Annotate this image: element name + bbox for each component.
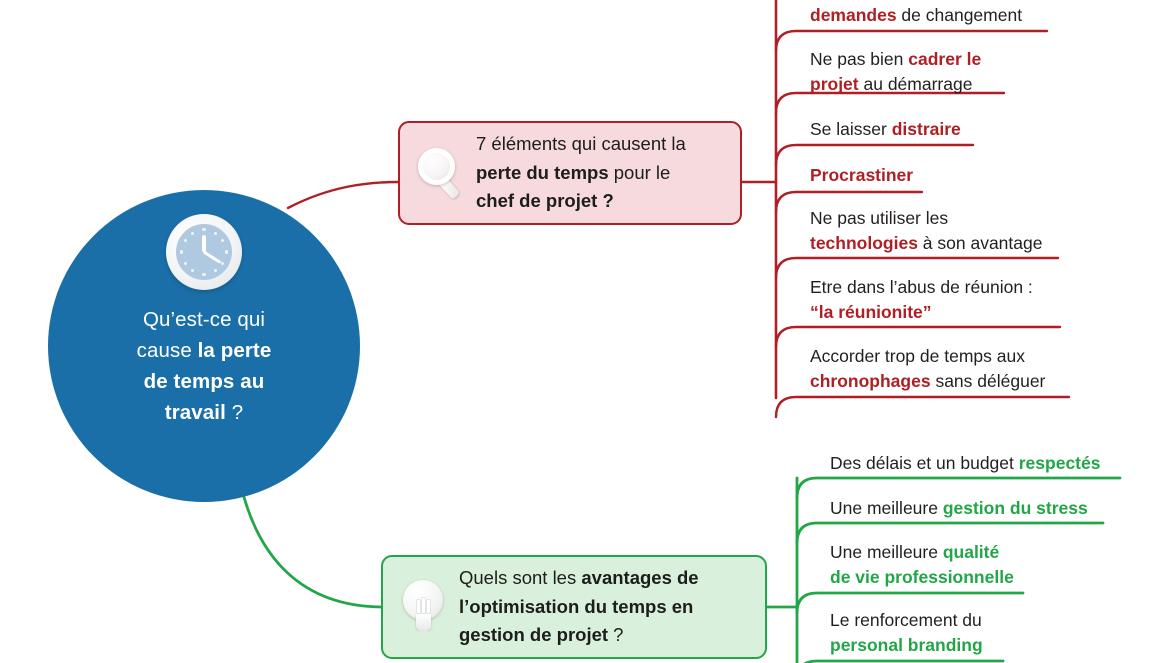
hub-line-1: Qu’est-ce qui <box>142 308 266 331</box>
magnifier-icon <box>412 142 470 204</box>
leaf-2-line2-rest: au démarrage <box>858 74 973 94</box>
leaf-item-causes-2[interactable]: Ne pas bien cadrer le projet au démarrag… <box>810 47 981 97</box>
central-topic-label: Qu’est-ce qui cause la perte de temps au… <box>89 304 319 428</box>
red-underline-3 <box>774 143 975 167</box>
leaf-3-bold: distraire <box>891 119 961 139</box>
hub-line-4-bold: travail <box>164 401 226 424</box>
leaf-2-bold: cadrer le <box>908 49 982 69</box>
green-underline-1 <box>795 476 1122 500</box>
leaf-5-line2-bold: technologies <box>810 233 918 253</box>
leaf-1-rest: de changement <box>896 5 1023 25</box>
causes-title-line3-bold: chef de projet ? <box>476 190 614 212</box>
leaf-item-avantages-2[interactable]: Une meilleure gestion du stress <box>830 496 1088 521</box>
gleaf-3-line2-bold: de vie professionnelle <box>830 567 1014 587</box>
central-topic-node[interactable]: Qu’est-ce qui cause la perte de temps au… <box>48 190 360 502</box>
leaf-item-causes-7[interactable]: Accorder trop de temps aux chronophages … <box>810 344 1045 394</box>
leaf-item-avantages-1[interactable]: Des délais et un budget respectés <box>830 451 1100 476</box>
leaf-item-causes-1[interactable]: demandes de changement <box>810 3 1022 28</box>
leaf-5-line2-rest: à son avantage <box>917 233 1043 253</box>
leaf-item-causes-3[interactable]: Se laisser distraire <box>810 117 961 142</box>
avantages-title-line1-bold: avantages de <box>581 567 699 589</box>
hub-line-2-bold: la perte <box>197 339 272 362</box>
hub-line-3-bold: de temps au <box>143 370 265 393</box>
topic-node-avantages[interactable]: Quels sont les avantages de l’optimisati… <box>381 555 767 659</box>
lightbulb-icon <box>395 576 453 638</box>
gleaf-2-bold: gestion du stress <box>942 498 1088 518</box>
connector-hub-to-causes <box>286 180 400 210</box>
leaf-2-rest: Ne pas bien <box>810 49 909 69</box>
causes-title-line1: 7 éléments qui causent la <box>476 133 686 155</box>
clock-icon <box>166 214 242 290</box>
gleaf-4-line2-bold: personal branding <box>830 635 983 655</box>
gleaf-2-rest: Une meilleure <box>830 498 943 518</box>
connector-hub-to-avantages <box>239 484 383 609</box>
leaf-item-avantages-4[interactable]: Le renforcement du personal branding <box>830 608 983 658</box>
avantages-title-line2-bold: l’optimisation du temps en <box>459 595 694 617</box>
leaf-4-bold: Procrastiner <box>810 165 914 185</box>
leaf-item-avantages-3[interactable]: Une meilleure qualité de vie professionn… <box>830 540 1014 590</box>
gleaf-3-bold: qualité <box>942 542 1000 562</box>
topic-avantages-label: Quels sont les avantages de l’optimisati… <box>459 564 699 650</box>
gleaf-4-rest: Le renforcement du <box>830 610 982 630</box>
leaf-7-line2-rest: sans déléguer <box>930 371 1046 391</box>
leaf-item-causes-6[interactable]: Etre dans l’abus de réunion : “la réunio… <box>810 275 1033 325</box>
causes-title-line2-bold: perte du temps <box>476 161 609 183</box>
red-underline-7 <box>774 395 1071 419</box>
leaf-6-rest: Etre dans l’abus de réunion : <box>810 277 1033 297</box>
leaf-item-causes-5[interactable]: Ne pas utiliser les technologies à son a… <box>810 206 1042 256</box>
leaf-3-rest: Se laisser <box>810 119 892 139</box>
avantages-title-line3-rest: ? <box>608 624 624 646</box>
gleaf-3-rest: Une meilleure <box>830 542 943 562</box>
topic-causes-label: 7 éléments qui causent la perte du temps… <box>476 130 686 216</box>
leaf-7-line2-bold: chronophages <box>810 371 931 391</box>
leaf-2-line2-bold: projet <box>810 74 859 94</box>
leaf-7-rest: Accorder trop de temps aux <box>810 346 1025 366</box>
causes-title-line2-rest: pour le <box>608 161 671 183</box>
avantages-title-line3-bold: gestion de projet <box>459 624 609 646</box>
leaf-5-rest: Ne pas utiliser les <box>810 208 949 228</box>
leaf-item-causes-4[interactable]: Procrastiner <box>810 163 913 188</box>
hub-line-4-suffix: ? <box>225 401 244 424</box>
gleaf-1-rest: Des délais et un budget <box>830 453 1019 473</box>
hub-line-2-prefix: cause <box>136 339 198 362</box>
leaf-1-bold: demandes <box>810 5 897 25</box>
avantages-title-line1: Quels sont les <box>459 567 582 589</box>
gleaf-1-bold: respectés <box>1018 453 1101 473</box>
topic-node-causes[interactable]: 7 éléments qui causent la perte du temps… <box>398 121 742 225</box>
leaf-6-line2-bold: “la réunionite” <box>810 302 932 322</box>
